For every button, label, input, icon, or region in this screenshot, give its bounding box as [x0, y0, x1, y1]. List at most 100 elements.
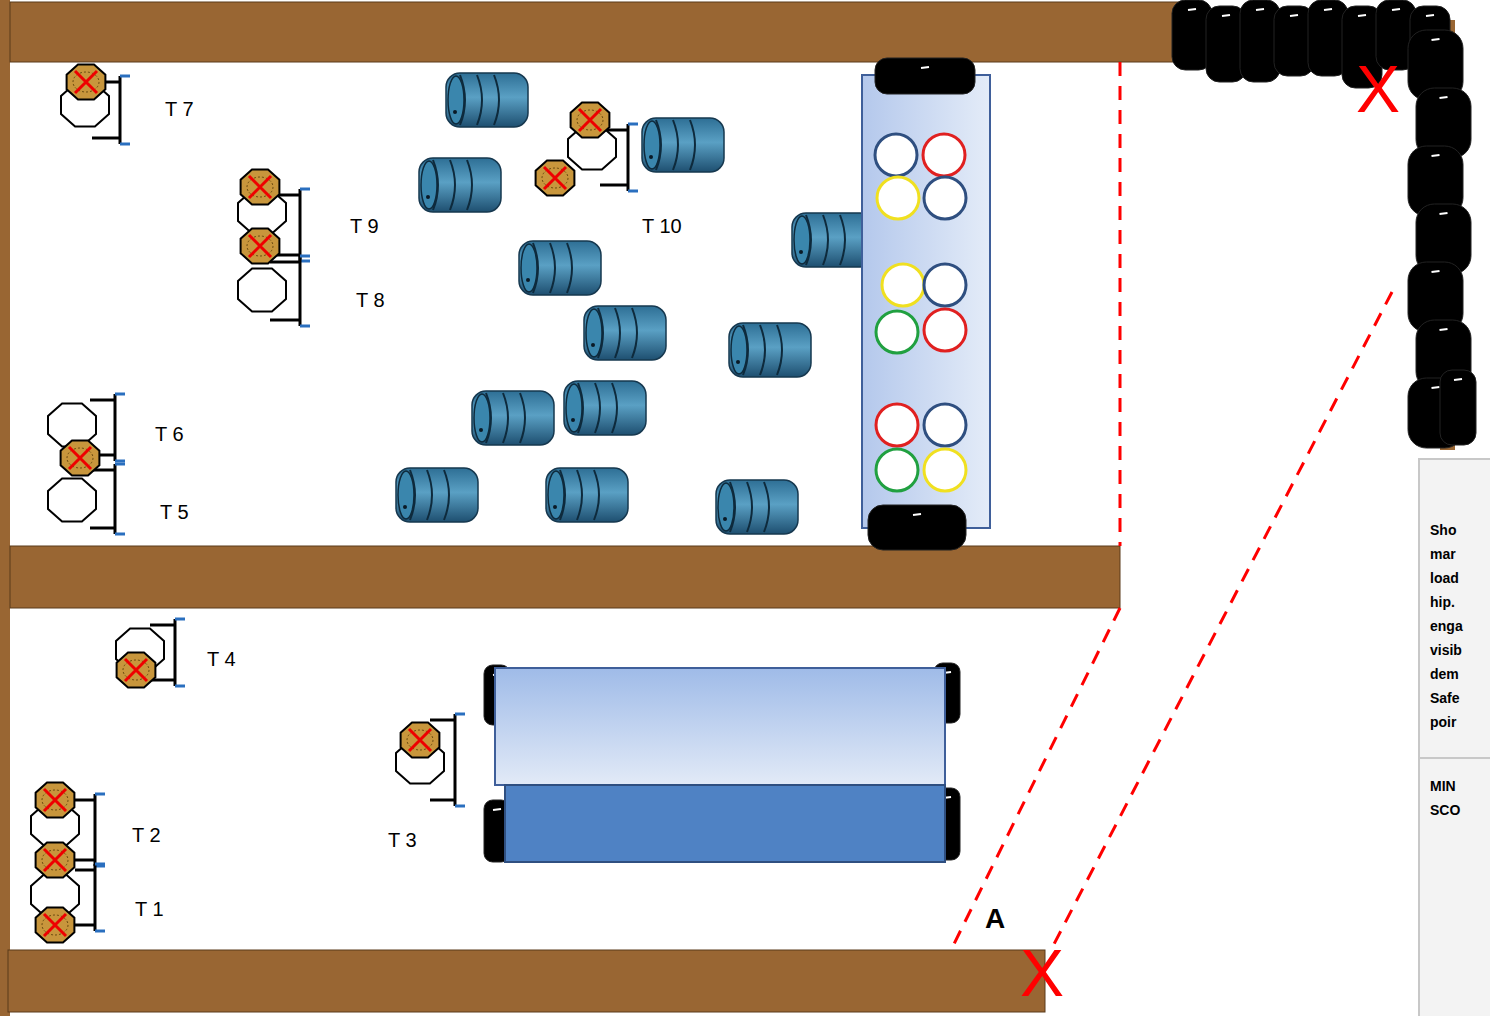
- fault-line: [950, 608, 1120, 952]
- stand-foot: [175, 618, 185, 621]
- barrel-hoop: [594, 470, 599, 520]
- no-shoot-zone: [123, 660, 149, 680]
- plate: [924, 404, 966, 446]
- barrel-bung: [453, 110, 457, 114]
- info-panel: Sho mar load hip. enga visib dem Safe po…: [1418, 458, 1490, 1016]
- no-shoot-target: [241, 229, 280, 264]
- no-shoot-cross: [44, 789, 66, 811]
- no-shoot-zone: [577, 110, 603, 130]
- no-shoot-target: [36, 908, 75, 943]
- fault-line: [1052, 292, 1392, 948]
- barrel-hoop: [760, 325, 765, 375]
- barrel-bung: [723, 517, 727, 521]
- target-label: T 4: [207, 649, 236, 669]
- barrel-hoop: [764, 482, 769, 532]
- barrel-hoop: [427, 470, 432, 520]
- no-shoot-cross: [44, 849, 66, 871]
- plate: [923, 134, 965, 176]
- plate: [876, 449, 918, 491]
- barrel-hoop: [577, 470, 582, 520]
- barrel-hoop: [444, 470, 449, 520]
- stand-foot: [115, 533, 125, 536]
- no-shoot-target: [36, 783, 75, 818]
- no-shoot-target: [67, 65, 106, 100]
- barrel-hoop: [632, 308, 637, 358]
- barrel: [642, 118, 724, 172]
- tire-highlight: [1440, 329, 1448, 330]
- fault-line: [1119, 62, 1122, 546]
- barrel: [396, 468, 478, 522]
- no-shoot-cross: [409, 729, 431, 751]
- stand-arm: [75, 869, 95, 872]
- tire-highlight: [1440, 213, 1448, 214]
- barrel-hoop: [747, 482, 752, 532]
- target-label: T 5: [160, 502, 189, 522]
- stand-foot: [175, 685, 185, 688]
- tire-highlight: [1454, 379, 1462, 380]
- fault-lines: [950, 62, 1392, 952]
- stand-foot: [628, 190, 638, 193]
- stand-post: [174, 619, 177, 686]
- stand-post: [454, 714, 457, 806]
- panel-divider: [1420, 757, 1490, 759]
- tire-highlight: [1222, 15, 1230, 16]
- no-shoot-cross: [249, 176, 271, 198]
- tire: [1440, 370, 1476, 445]
- barrel-bung: [426, 195, 430, 199]
- point-label: A: [985, 905, 1005, 933]
- no-shoot-target: [241, 170, 280, 205]
- stand-arm: [430, 719, 455, 722]
- barrel-hoop: [823, 215, 828, 265]
- plate: [877, 177, 919, 219]
- no-shoot-zone: [67, 448, 93, 468]
- no-shoot-cross: [125, 659, 147, 681]
- stand-arm: [270, 261, 300, 264]
- plate: [924, 309, 966, 351]
- stand-foot: [300, 188, 310, 191]
- barrel-lid: [794, 216, 810, 264]
- targets: [31, 65, 638, 943]
- barrel-hoop: [520, 393, 525, 443]
- panel-score: MIN SCO: [1430, 774, 1460, 822]
- barrel: [419, 158, 501, 212]
- no-shoot-target: [401, 723, 440, 758]
- barrel: [564, 381, 646, 435]
- no-shoot-cross: [44, 914, 66, 936]
- plate: [882, 264, 924, 306]
- barrels: [396, 73, 874, 534]
- side-wall: [0, 0, 10, 1016]
- no-shoot-target: [571, 103, 610, 138]
- plate: [876, 311, 918, 353]
- plate: [924, 449, 966, 491]
- target-label: T 3: [388, 830, 417, 850]
- stand-post: [94, 794, 97, 866]
- stand-arm: [600, 184, 628, 187]
- barrel-lid: [474, 394, 490, 442]
- stand-foot: [455, 805, 465, 808]
- stand-post: [627, 124, 630, 191]
- barrel-hoop: [494, 75, 499, 125]
- bottom-wall: [8, 950, 1045, 1012]
- no-shoot-zone: [42, 790, 68, 810]
- tires: [484, 0, 1476, 862]
- tire-highlight: [1426, 15, 1434, 16]
- barrel-bung: [526, 278, 530, 282]
- table: [862, 75, 990, 528]
- barrel-hoop: [550, 243, 555, 293]
- plate: [924, 177, 966, 219]
- tire: [868, 505, 966, 550]
- barrel: [584, 306, 666, 360]
- stand-foot: [120, 143, 130, 146]
- no-shoot-zone: [247, 177, 273, 197]
- no-shoot-zone: [42, 915, 68, 935]
- stand-arm: [75, 859, 95, 862]
- tire-highlight: [1440, 97, 1448, 98]
- barrel: [472, 391, 554, 445]
- low-wall-front: [505, 785, 945, 862]
- low-wall-top: [495, 668, 945, 785]
- no-shoot-target: [117, 653, 156, 688]
- tire-highlight: [921, 67, 929, 68]
- barrel-bung: [799, 250, 803, 254]
- stand-foot: [628, 123, 638, 126]
